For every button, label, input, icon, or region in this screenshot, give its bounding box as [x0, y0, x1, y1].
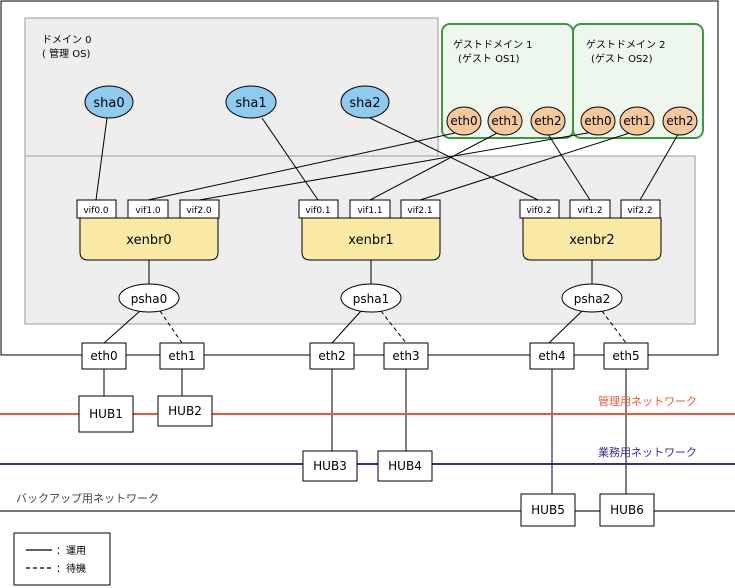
phys-eth2-box — [309, 342, 355, 370]
phys-eth4-box — [529, 342, 575, 370]
guest2-eth2-label: eth2 — [666, 114, 693, 128]
hub2-label: HUB2 — [168, 404, 202, 418]
vif1-0-port — [127, 199, 169, 219]
sha2-label: sha2 — [349, 96, 380, 111]
phys-eth4-label: eth4 — [538, 349, 565, 363]
vif0-1-port — [298, 199, 339, 219]
phys-eth1-label: eth1 — [168, 349, 195, 363]
guest2-eth0-node — [580, 106, 616, 136]
hub4-label: HUB4 — [388, 459, 422, 473]
sha-nodes: sha0 sha1 sha2 — [84, 85, 390, 119]
vif1-1-port — [349, 199, 391, 219]
domain0-title: ドメイン 0 — [42, 35, 92, 46]
xenbr1-label: xenbr1 — [348, 233, 393, 248]
guest-domain-2-title: ゲストドメイン 2 — [586, 39, 666, 51]
guest2-eth0-label: eth0 — [584, 114, 611, 128]
hub1-box — [78, 395, 134, 433]
vif1-2-label: vif1.2 — [577, 206, 602, 216]
backup-network-label: バックアップ用ネットワーク — [16, 492, 159, 505]
vif0-2-label: vif0.2 — [526, 206, 551, 216]
hub3-label: HUB3 — [313, 459, 347, 473]
guest1-eth0-label: eth0 — [450, 114, 477, 128]
guest2-eth1-node — [619, 106, 655, 136]
vif0-0-label: vif0.0 — [83, 206, 109, 216]
guest1-eth2-label: eth2 — [534, 114, 561, 128]
hub3-box — [302, 450, 358, 482]
guest2-eth1-label: eth1 — [623, 114, 650, 128]
phys-eth2-label: eth2 — [318, 349, 345, 363]
psha-nodes: psha0 psha1 psha2 — [118, 283, 623, 313]
phys-eth3-box — [383, 342, 429, 370]
bridge-xenbr0: xenbr0 vif0.0 vif1.0 vif2.0 — [76, 199, 220, 261]
legend-standby-label: ：待機 — [56, 562, 86, 575]
bridge-xenbr2: xenbr2 vif0.2 vif1.2 vif2.2 — [519, 199, 662, 261]
legend-active-label: ：運用 — [56, 545, 86, 557]
sha2-node — [340, 85, 390, 119]
hub5-box — [520, 493, 576, 527]
phys-eth5-box — [603, 342, 649, 370]
vif0-0-port — [76, 199, 117, 219]
guest-domain-1-title: ゲストドメイン 1 — [453, 39, 533, 51]
hub4-box — [377, 450, 433, 482]
business-network-label: 業務用ネットワーク — [598, 445, 697, 459]
vif1-0-label: vif1.0 — [135, 206, 161, 216]
vif2-0-label: vif2.0 — [186, 206, 212, 216]
psha0-node — [118, 283, 180, 313]
sha1-label: sha1 — [235, 96, 266, 111]
psha0-label: psha0 — [131, 292, 167, 306]
legend: ：運用 ：待機 — [13, 532, 111, 586]
guest1-eth1-node — [487, 106, 523, 136]
phys-eth5-label: eth5 — [612, 349, 639, 363]
guest-domain-1-subtitle: (ゲスト OS1) — [458, 53, 520, 65]
sha0-node — [84, 85, 134, 119]
vif2-2-label: vif2.2 — [627, 206, 652, 216]
hub5-label: HUB5 — [531, 503, 565, 517]
xenbr1-body — [301, 217, 441, 261]
vif0-1-label: vif0.1 — [305, 206, 330, 216]
hub6-box — [599, 493, 655, 527]
hub6-label: HUB6 — [610, 503, 644, 517]
guest1-eth2-node — [530, 106, 566, 136]
hub2-box — [157, 395, 213, 427]
legend-box — [13, 532, 111, 586]
xenbr2-label: xenbr2 — [569, 233, 614, 248]
vif0-2-port — [519, 199, 560, 219]
guest1-eth0-node — [446, 106, 482, 136]
vif1-1-label: vif1.1 — [357, 206, 382, 216]
guest-nics: eth0 eth1 eth2 eth0 eth1 eth2 — [446, 106, 698, 136]
xenbr0-label: xenbr0 — [126, 233, 171, 248]
hub1-label: HUB1 — [89, 407, 123, 421]
phys-eth0-label: eth0 — [90, 349, 117, 363]
vif1-2-port — [569, 199, 611, 219]
psha2-label: psha2 — [574, 292, 610, 306]
management-network-label: 管理用ネットワーク — [598, 394, 697, 408]
phys-eth1-box — [159, 342, 205, 370]
psha2-node — [561, 283, 623, 313]
phys-eth3-label: eth3 — [392, 349, 419, 363]
physical-nics: eth0 eth1 eth2 eth3 eth4 eth5 — [81, 342, 649, 370]
xenbr2-body — [522, 217, 662, 261]
phys-eth0-box — [81, 342, 127, 370]
xenbr0-body — [79, 217, 219, 261]
vif2-1-port — [400, 199, 441, 219]
domain0-subtitle: ( 管理 OS) — [42, 47, 90, 60]
vif2-1-label: vif2.1 — [407, 206, 432, 216]
connection-lines — [95, 117, 681, 494]
guest1-eth1-label: eth1 — [491, 114, 518, 128]
guest-domain-2-subtitle: (ゲスト OS2) — [591, 53, 653, 65]
psha1-label: psha1 — [353, 292, 389, 306]
vif2-2-port — [620, 199, 661, 219]
vif2-0-port — [179, 199, 220, 219]
bridge-xenbr1: xenbr1 vif0.1 vif1.1 vif2.1 — [298, 199, 441, 261]
hubs: HUB1 HUB2 HUB3 HUB4 HUB5 HUB6 — [78, 395, 655, 527]
guest2-eth2-node — [662, 106, 698, 136]
sha1-node — [225, 85, 277, 119]
psha1-node — [340, 283, 402, 313]
sha0-label: sha0 — [93, 96, 124, 111]
